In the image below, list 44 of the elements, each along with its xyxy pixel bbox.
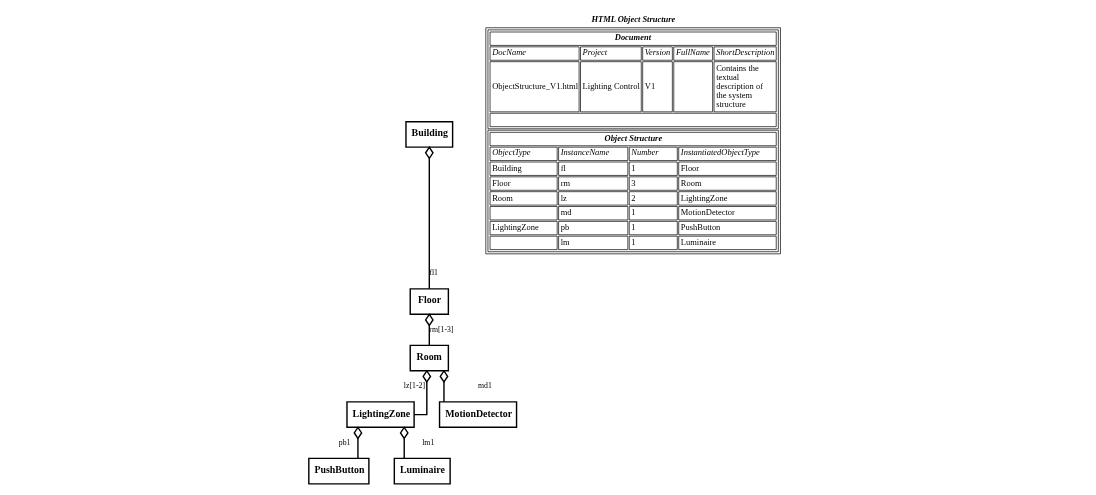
label: fl [560,162,566,173]
label: Number [631,147,659,158]
label: 1 [631,222,636,233]
label: ObjectStructure_V1.html [492,80,579,91]
label: Luminaire [680,237,717,248]
label: Project [582,47,608,58]
label: Version [644,47,671,58]
label: Room [680,177,702,188]
label: 1 [631,162,636,173]
label: InstantiatedObjectType [680,147,760,158]
label: Floor [680,162,700,173]
label: 1 [631,237,636,248]
edge-label: pb1 [338,437,351,447]
label: HTML Object Structure [591,13,676,24]
label: Contains the textual description of the system structure [716,62,763,110]
label: PushButton [680,222,721,233]
label: rm [560,177,571,188]
label: MotionDetector [680,207,735,218]
label: LightingZone [492,222,539,233]
label: InstanceName [560,147,610,158]
edge-label: lm1 [422,437,435,447]
edge-label: fl1 [429,268,438,278]
label: 1 [631,207,636,218]
label: FullName [675,47,710,58]
edge-label: lz[1-2] [403,381,425,391]
label: Floor [492,177,511,188]
label: DocName [492,47,527,58]
label: 2 [631,192,636,203]
label: md [560,207,572,218]
label: lm [560,237,570,248]
label: ObjectType [492,147,531,158]
label: Building [492,162,522,173]
label: LightingZone [680,192,728,203]
edge-label: md1 [478,381,492,391]
label: Document [614,32,652,43]
label: pb [560,222,570,233]
label: V1 [644,80,656,91]
label: Room [492,192,513,203]
label: 3 [631,177,636,188]
label: lz [560,192,567,203]
label: ShortDescription [716,47,775,58]
label: Object Structure [604,132,663,143]
label: Lighting Control [582,80,640,91]
edge-label: rm[1-3] [429,324,454,334]
